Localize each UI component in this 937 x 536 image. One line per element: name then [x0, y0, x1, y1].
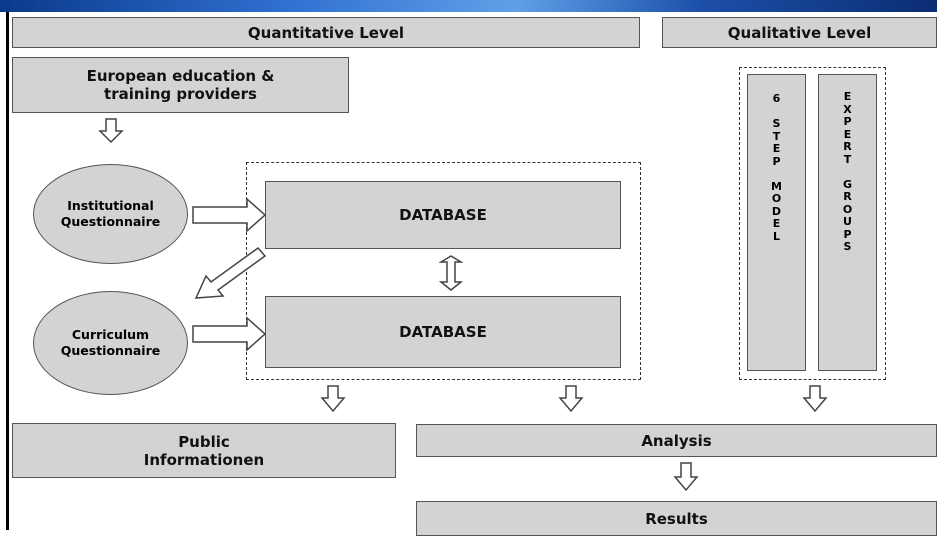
six-step-model-label: 6 S T E P M O D E L [771, 92, 782, 243]
left-frame-border [0, 12, 9, 530]
arrow-db-bidirectional [438, 255, 464, 291]
top-banner [0, 0, 937, 12]
public-informationen-box: Public Informationen [12, 423, 396, 478]
qualitative-level-header: Qualitative Level [662, 17, 937, 48]
providers-box: European education & training providers [12, 57, 349, 113]
arrow-providers-to-institutional [98, 118, 124, 144]
arrow-analysis-to-results [673, 462, 699, 492]
arrow-institutional-to-db1 [192, 197, 267, 233]
arrow-to-public-info [320, 385, 346, 413]
arrow-qualitative-to-analysis [802, 385, 828, 413]
arrow-curriculum-to-db2 [192, 316, 267, 352]
institutional-questionnaire: Institutional Questionnaire [33, 164, 188, 264]
database-group-frame [246, 162, 641, 380]
expert-groups-label: E X P E R T G R O U P S [842, 90, 853, 253]
arrow-db1-to-curriculum [194, 246, 267, 299]
database-box-2: DATABASE [265, 296, 621, 368]
curriculum-questionnaire: Curriculum Questionnaire [33, 291, 188, 395]
analysis-box: Analysis [416, 424, 937, 457]
quantitative-level-header: Quantitative Level [12, 17, 640, 48]
arrow-to-analysis [558, 385, 584, 413]
six-step-model-column: 6 S T E P M O D E L [747, 74, 806, 371]
qualitative-group-frame [739, 67, 886, 380]
expert-groups-column: E X P E R T G R O U P S [818, 74, 877, 371]
database-box-1: DATABASE [265, 181, 621, 249]
